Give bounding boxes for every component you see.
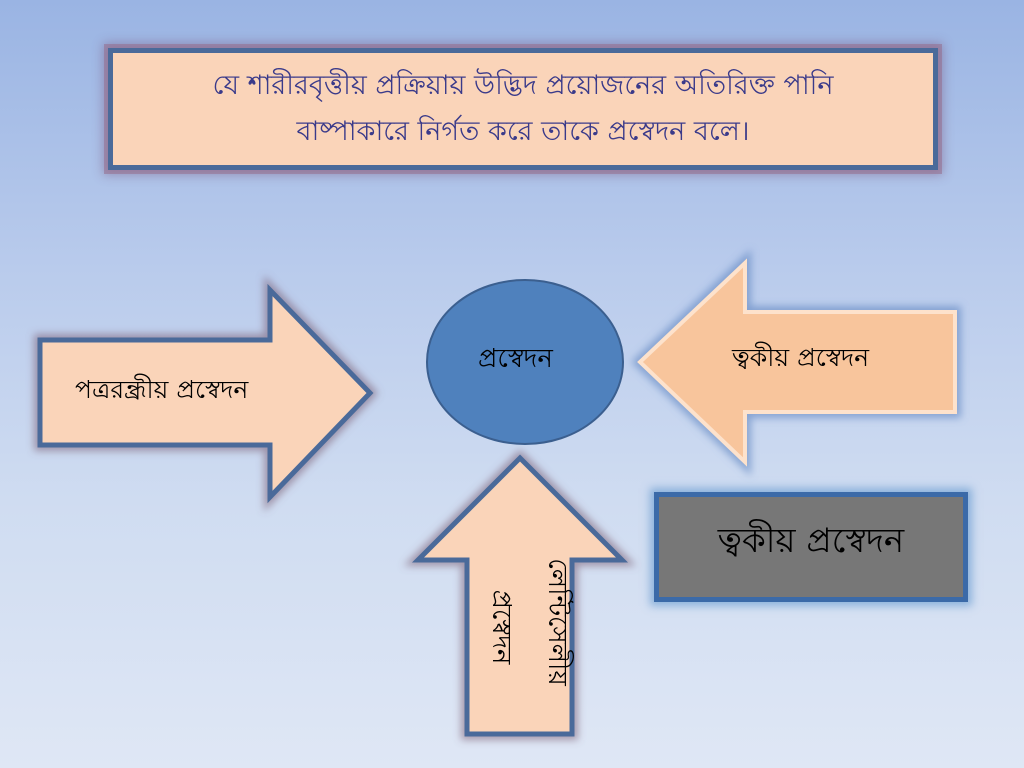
bottom-arrow (403, 449, 637, 740)
definition-line-2: বাষ্পাকারে নির্গত করে তাকে প্রস্বেদন বলে… (296, 116, 750, 147)
center-ellipse (426, 279, 624, 445)
right-arrow-label: ত্বকীয় প্রস্বেদন (732, 343, 870, 372)
highlight-box-label: ত্বকীয় প্রস্বেদন (717, 520, 905, 561)
definition-line-1: যে শারীরবৃত্তীয় প্রক্রিয়ায় উদ্ভিদ প্র… (212, 70, 834, 101)
center-label: প্রস্বেদন (478, 344, 553, 374)
bottom-arrow-label-line-1: লেন্টিসেলীয় (542, 558, 572, 686)
definition-box: যে শারীরবৃত্তীয় প্রক্রিয়ায় উদ্ভিদ প্র… (108, 48, 938, 170)
left-arrow-label: পত্ররন্ধ্রীয় প্রস্বেদন (75, 375, 249, 404)
right-arrow (631, 249, 961, 476)
bottom-arrow-label-line-2: প্রস্বেদন (486, 589, 516, 665)
left-arrow (34, 275, 379, 512)
highlight-box: ত্বকীয় প্রস্বেদন (654, 492, 968, 602)
